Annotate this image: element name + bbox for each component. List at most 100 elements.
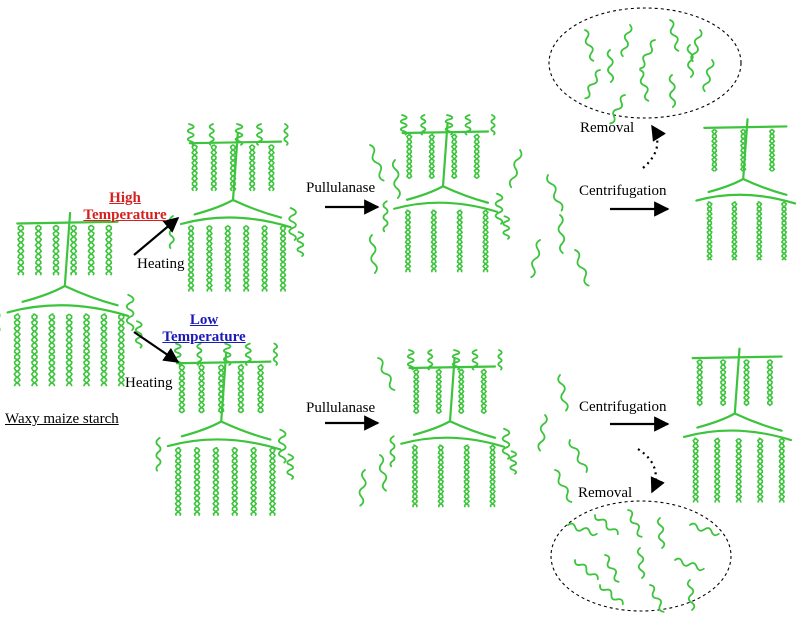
short-chain-fragment (537, 414, 548, 452)
double-helix-strand (711, 128, 718, 172)
free-linear-chain (288, 207, 297, 241)
double-helix-strand (187, 224, 195, 292)
removed-fragments-ellipse-top (548, 7, 742, 125)
double-helix-strand (405, 133, 413, 180)
double-helix-strand (719, 359, 727, 407)
double-helix-strand (69, 224, 78, 276)
debranched-molecule-high-temp (368, 114, 590, 287)
double-helix-strand (768, 128, 776, 172)
double-helix-strand (34, 224, 43, 276)
double-helix-strand (267, 144, 275, 192)
double-helix-strand (231, 446, 239, 516)
free-linear-chain (278, 428, 287, 464)
double-helix-strand (780, 201, 788, 261)
double-helix-strand (411, 444, 419, 508)
short-chain-fragment (377, 357, 396, 391)
double-helix-strand (430, 209, 438, 273)
double-helix-strand (450, 133, 458, 180)
centrifugation-label-top: Centrifugation (579, 183, 667, 199)
double-helix-strand (256, 364, 265, 414)
heating-label-bottom: Heating (125, 375, 173, 391)
short-chain-fragment (369, 144, 385, 182)
double-helix-strand (229, 144, 237, 192)
double-helix-strand (456, 209, 464, 273)
short-chain-fragment (669, 19, 680, 52)
short-chain-fragment (690, 29, 703, 63)
short-chain-fragment (391, 159, 401, 199)
branch-backbone (166, 352, 282, 451)
double-helix-strand (248, 144, 256, 192)
double-helix-strand (267, 144, 275, 192)
short-chain-fragment (627, 509, 643, 538)
short-chain-fragment (378, 454, 388, 492)
double-helix-strand (178, 364, 186, 414)
double-helix-strand (87, 224, 95, 276)
double-helix-strand (473, 133, 481, 180)
double-helix-strand (249, 446, 258, 517)
double-helix-strand (82, 313, 91, 387)
double-helix-strand (65, 313, 73, 387)
free-linear-chain (464, 114, 472, 136)
double-helix-strand (756, 437, 764, 503)
double-helix-strand (731, 201, 738, 261)
double-helix-strand (458, 368, 465, 415)
short-chain-fragment (620, 24, 633, 58)
double-helix-strand (30, 313, 39, 387)
double-helix-strand (117, 313, 126, 387)
free-linear-chain (186, 123, 195, 146)
centrifuged-molecule-low-temp (683, 347, 793, 503)
double-helix-strand (224, 224, 232, 292)
double-helix-strand (30, 313, 39, 387)
short-chain-fragment (574, 249, 590, 287)
free-linear-chain (399, 114, 408, 136)
short-chain-fragment (606, 49, 615, 83)
removal-arrow-bottom (637, 448, 665, 494)
low-temp-line1: Low (189, 312, 219, 328)
double-helix-strand (187, 224, 195, 292)
short-chain-fragment (557, 214, 566, 254)
double-helix-strand (178, 364, 186, 414)
double-helix-strand (212, 446, 220, 517)
double-helix-strand (719, 359, 727, 407)
short-chain-fragment (599, 584, 624, 606)
double-helix-strand (457, 368, 465, 415)
double-helix-strand (489, 444, 497, 508)
free-linear-chain (196, 342, 203, 366)
double-helix-strand (742, 359, 750, 407)
double-helix-strand (766, 359, 774, 407)
double-helix-strand (69, 224, 78, 276)
double-helix-strand (242, 224, 250, 292)
free-linear-chain (444, 114, 454, 136)
double-helix-strand (406, 133, 413, 180)
free-linear-chain (256, 123, 263, 146)
double-helix-strand (174, 446, 182, 516)
heating-label-top: Heating (137, 256, 185, 272)
low-temperature-label: Low Temperature (148, 312, 260, 347)
short-chain-fragment (554, 469, 573, 503)
high-temp-line2: Temperature (83, 207, 167, 224)
branch-backbone (695, 118, 797, 205)
short-chain-fragment (574, 559, 599, 581)
debranched-molecule-low-temp (358, 349, 588, 508)
double-helix-strand (428, 133, 435, 180)
arrow-layer (133, 124, 670, 494)
double-helix-strand (100, 313, 108, 387)
double-helix-strand (224, 224, 232, 292)
free-linear-chain (420, 114, 427, 136)
removal-label-top: Removal (580, 120, 635, 136)
double-helix-strand (766, 359, 774, 407)
free-linear-chain (234, 123, 244, 146)
free-linear-chain (155, 437, 162, 472)
double-helix-strand (411, 444, 419, 508)
heating-arrow-high (133, 217, 180, 256)
heated-molecule-low-temp (155, 342, 294, 517)
double-helix-strand (413, 368, 420, 415)
free-linear-chain (502, 215, 511, 240)
free-linear-chain (283, 123, 289, 146)
double-helix-strand (13, 313, 22, 387)
double-helix-strand (193, 446, 201, 517)
double-helix-strand (739, 128, 747, 172)
double-helix-strand (212, 446, 220, 516)
short-chain-fragment (584, 29, 595, 62)
short-chain-fragment (668, 74, 677, 108)
